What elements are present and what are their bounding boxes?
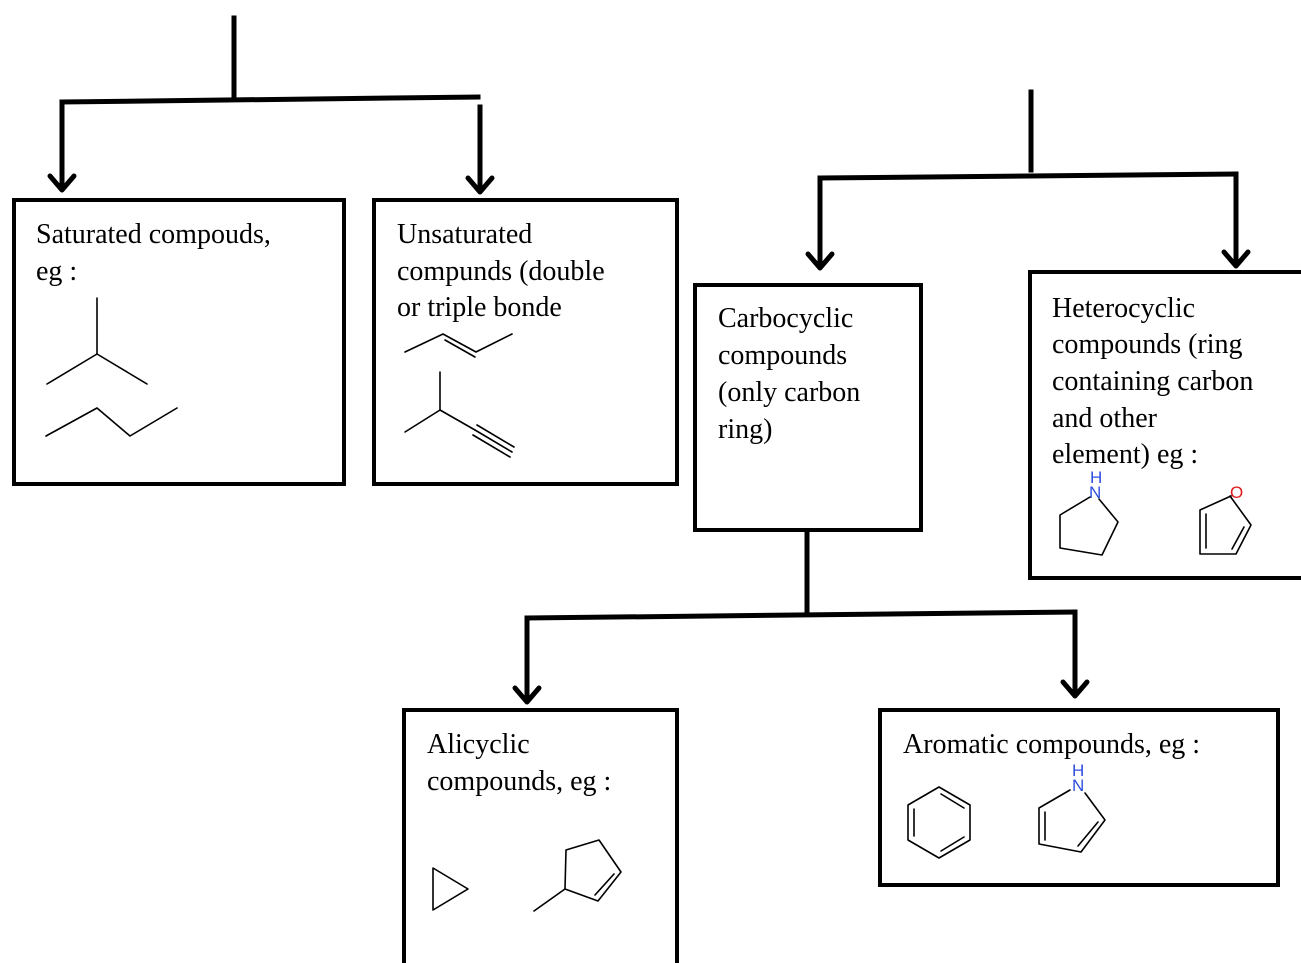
label-line: Aromatic compounds, eg : bbox=[903, 729, 1200, 760]
bond bbox=[533, 888, 566, 912]
box-label: Saturated compouds, eg : bbox=[36, 219, 278, 287]
bond-double bbox=[594, 873, 615, 896]
arrowhead bbox=[805, 251, 835, 271]
label-line: and other bbox=[1052, 403, 1158, 434]
label-line: Heterocyclic bbox=[1052, 293, 1195, 324]
box-frame bbox=[402, 708, 679, 963]
connector-line bbox=[59, 94, 481, 105]
label-line: Alicyclic bbox=[427, 729, 530, 760]
bond-double bbox=[1077, 821, 1099, 847]
box-label: Heterocyclic compounds (ring containing … bbox=[1052, 293, 1260, 470]
box-alicyclic: Alicyclic compounds, eg : bbox=[402, 708, 679, 963]
box-aromatic: Aromatic compounds, eg : H N bbox=[878, 708, 1280, 887]
box-label: Alicyclic compounds, eg : bbox=[427, 729, 611, 797]
arrowhead bbox=[1221, 249, 1251, 269]
molecule-benzene bbox=[907, 786, 971, 859]
label-line: or triple bonde bbox=[397, 292, 562, 323]
atom-hydrogen: H bbox=[1090, 468, 1102, 487]
bond-double bbox=[940, 836, 965, 852]
atom-nitrogen: N bbox=[1089, 483, 1101, 502]
atom-oxygen: O bbox=[1230, 483, 1243, 502]
arrowhead bbox=[47, 173, 77, 193]
molecule-2-butene bbox=[404, 333, 513, 353]
box-heterocyclic: Heterocyclic compounds (ring containing … bbox=[1028, 270, 1301, 580]
molecule-pyrrole: H N bbox=[1038, 761, 1106, 853]
label-line: compunds (double bbox=[397, 256, 605, 287]
bond-triple bbox=[472, 434, 511, 458]
box-frame bbox=[693, 283, 923, 532]
label-line: compounds bbox=[718, 340, 847, 371]
label-line: compounds (ring bbox=[1052, 329, 1243, 360]
ring bbox=[1038, 789, 1106, 853]
molecule-pyrrolidine: H N bbox=[1059, 468, 1119, 556]
box-carbocyclic: Carbocyclic compounds (only carbon ring) bbox=[693, 283, 923, 532]
box-frame bbox=[12, 198, 346, 486]
arrowhead bbox=[1060, 679, 1090, 699]
bond-double bbox=[1231, 526, 1245, 550]
arrowhead bbox=[465, 175, 495, 195]
connector-line bbox=[524, 609, 1078, 621]
molecule-cyclopropane bbox=[432, 867, 469, 911]
connector-top-left bbox=[47, 15, 495, 195]
box-label: Unsaturated compunds (double or triple b… bbox=[397, 219, 612, 323]
box-unsaturated: Unsaturated compunds (double or triple b… bbox=[372, 198, 679, 486]
box-label: Carbocyclic compounds (only carbon ring) bbox=[718, 303, 867, 445]
atom-nitrogen: N bbox=[1072, 776, 1084, 795]
label-line: eg : bbox=[36, 256, 77, 287]
molecule-3-methylcyclopentene bbox=[533, 839, 622, 912]
label-line: compounds, eg : bbox=[427, 766, 611, 797]
box-frame bbox=[1028, 270, 1301, 580]
box-saturated: Saturated compouds, eg : bbox=[12, 198, 346, 486]
label-line: containing carbon bbox=[1052, 366, 1253, 397]
label-line: Saturated compouds, bbox=[36, 219, 271, 250]
label-line: ring) bbox=[718, 414, 772, 445]
bond-triple bbox=[476, 424, 515, 448]
arrowhead bbox=[512, 685, 542, 705]
connector-line bbox=[817, 171, 1239, 181]
bond-double bbox=[444, 339, 476, 358]
ring bbox=[1059, 496, 1119, 556]
atom-hydrogen: H bbox=[1072, 761, 1084, 780]
label-line: (only carbon bbox=[718, 377, 860, 408]
connector-top-right bbox=[805, 89, 1251, 271]
ring bbox=[907, 786, 971, 859]
label-line: Unsaturated bbox=[397, 219, 532, 250]
ring bbox=[1199, 495, 1252, 555]
connector-bottom bbox=[512, 529, 1090, 705]
bond-double bbox=[940, 793, 965, 809]
bond-triple bbox=[474, 429, 513, 453]
box-label: Aromatic compounds, eg : bbox=[903, 729, 1200, 760]
ring bbox=[564, 839, 622, 902]
label-line: Carbocyclic bbox=[718, 303, 853, 334]
molecule-butane bbox=[45, 407, 178, 437]
label-line: element) eg : bbox=[1052, 439, 1198, 470]
molecule-furan: O bbox=[1199, 483, 1252, 555]
